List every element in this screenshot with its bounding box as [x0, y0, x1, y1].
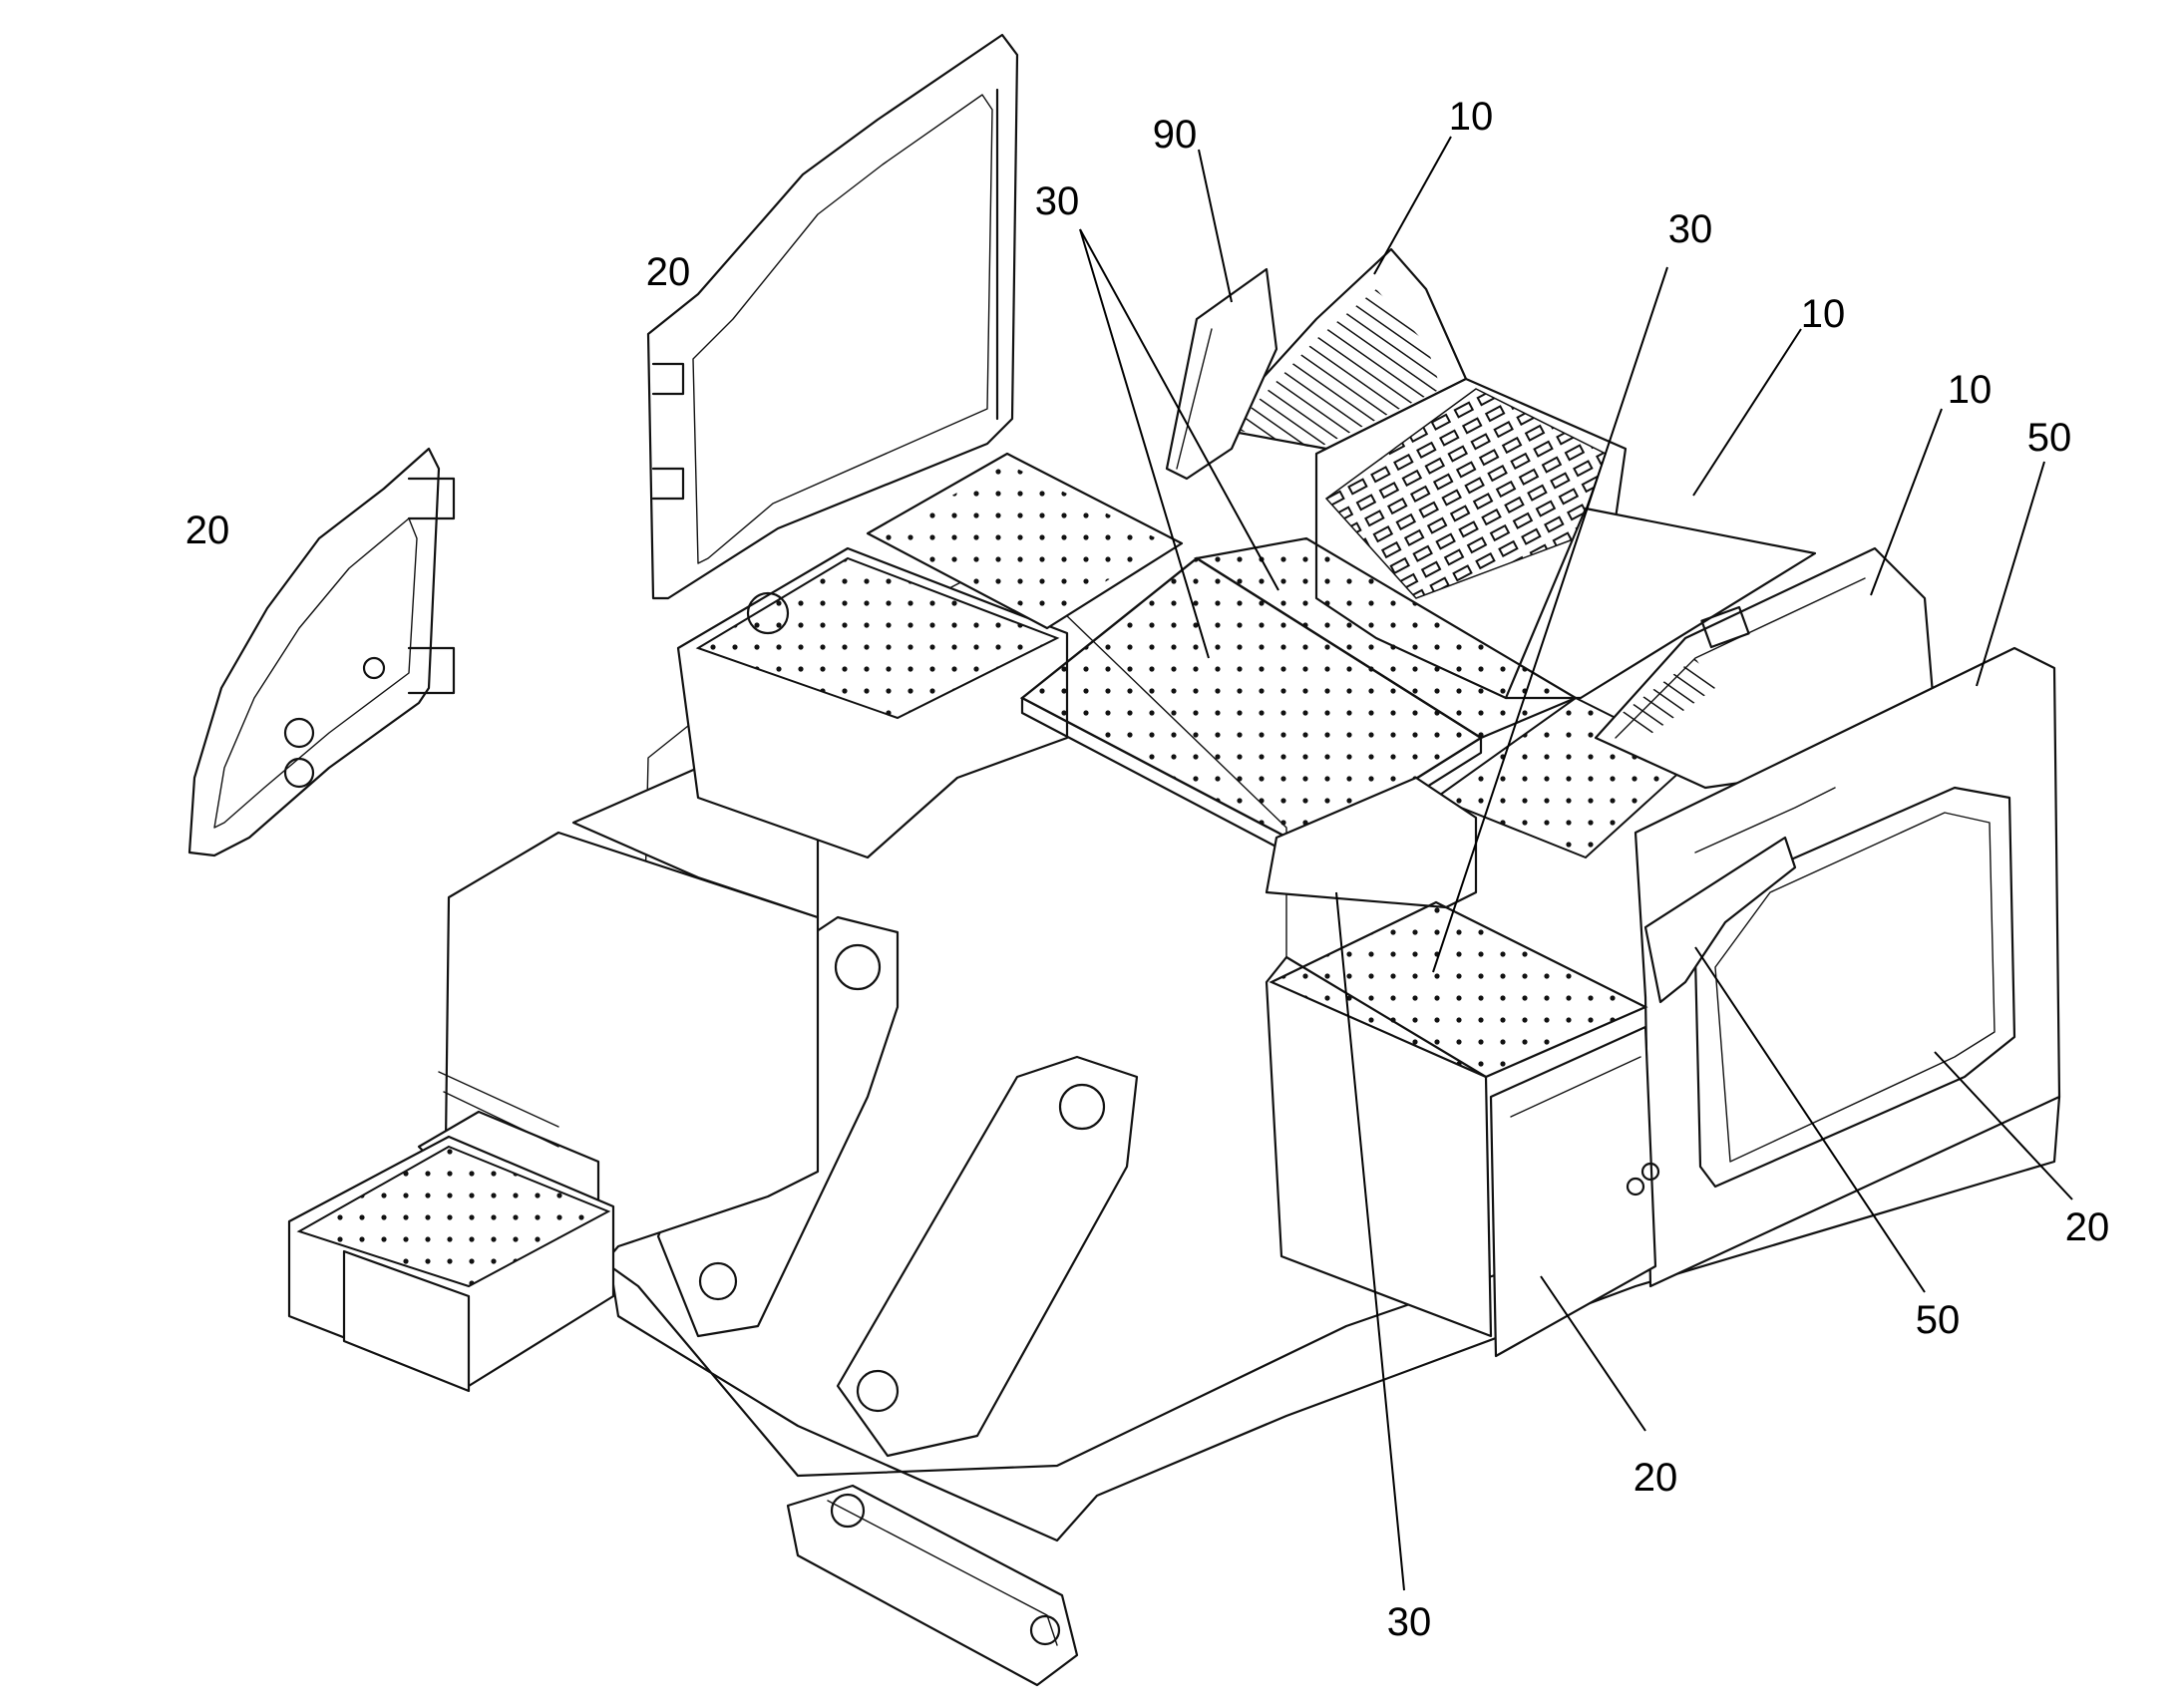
callout-20-front: 20	[1634, 1456, 1678, 1500]
exhaust-cover	[1165, 267, 1278, 481]
callout-90: 90	[1153, 113, 1198, 157]
callout-10-top: 10	[1449, 95, 1494, 139]
callout-30-bottom: 30	[1387, 1600, 1432, 1644]
leader-20-front	[1540, 1275, 1646, 1432]
leader-50-top	[1976, 461, 2045, 687]
callout-30-right: 30	[1668, 207, 1713, 251]
left-tank-housing	[287, 766, 820, 1393]
callout-20-loose-door: 20	[185, 509, 230, 552]
callout-20-right: 20	[2065, 1205, 2110, 1249]
leader-10-top	[1373, 136, 1452, 275]
leader-30-bottom	[1335, 891, 1405, 1591]
engine-hood	[1215, 247, 1817, 700]
right-cabinet	[1634, 646, 2061, 1288]
callout-20-door-frame: 20	[646, 250, 691, 294]
loose-side-door-panel	[187, 447, 456, 857]
callout-10-right: 10	[1948, 368, 1993, 412]
leader-10-mid	[1692, 328, 1802, 497]
leader-lines	[1079, 136, 2073, 1591]
callout-50-top: 50	[2027, 416, 2072, 460]
front-cabinet	[1265, 776, 1660, 1358]
leader-90	[1198, 149, 1233, 303]
callout-30-left: 30	[1035, 179, 1080, 223]
callout-50-bottom: 50	[1916, 1298, 1961, 1342]
callout-10-mid: 10	[1801, 292, 1846, 336]
tank-cover-perforated	[676, 452, 1184, 859]
leader-30-right	[1432, 266, 1668, 973]
callout-labels: 90 10 30 30 10 10 50 20 20 20 50 20 30	[185, 95, 2110, 1644]
leader-30-left-a	[1079, 228, 1210, 659]
leader-50-bottom	[1694, 946, 1926, 1293]
upright-door-frame	[646, 33, 1019, 600]
leader-20-right	[1934, 1051, 2073, 1200]
leader-30-left-b	[1079, 228, 1279, 591]
leader-10-right	[1870, 408, 1943, 596]
